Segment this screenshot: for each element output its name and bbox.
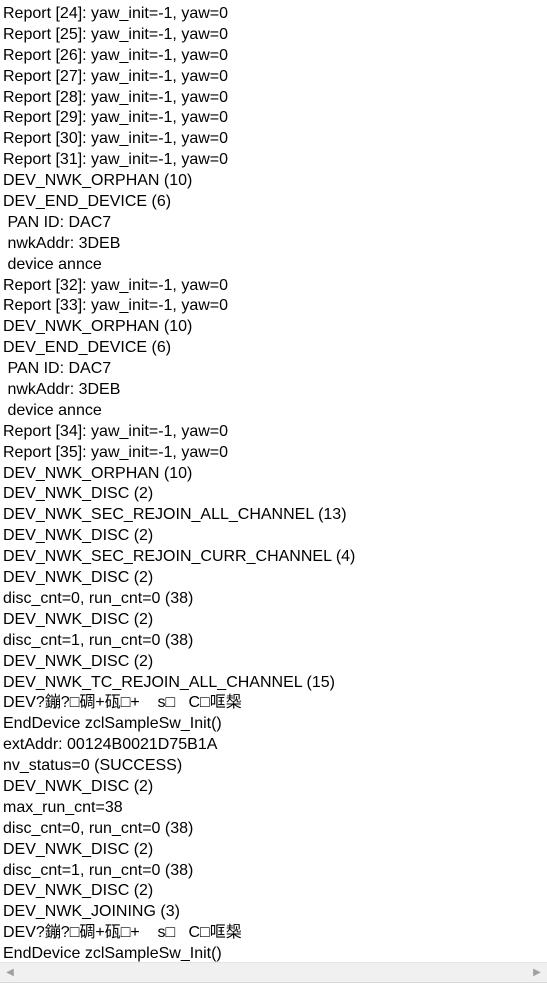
log-line: Report [25]: yaw_init=-1, yaw=0: [3, 25, 229, 43]
log-line: DEV_NWK_DISC (2): [3, 882, 154, 900]
log-line: disc_cnt=1, run_cnt=0 (38): [3, 631, 194, 649]
log-line: PAN ID: DAC7: [3, 360, 112, 378]
horizontal-scrollbar[interactable]: ◀ ▶: [0, 962, 547, 982]
log-line: disc_cnt=0, run_cnt=0 (38): [3, 819, 194, 837]
log-line: Report [26]: yaw_init=-1, yaw=0: [3, 46, 229, 64]
log-line: DEV_END_DEVICE (6): [3, 193, 172, 211]
log-line: Report [28]: yaw_init=-1, yaw=0: [3, 88, 229, 106]
log-line: Report [32]: yaw_init=-1, yaw=0: [3, 276, 229, 294]
log-line: Report [30]: yaw_init=-1, yaw=0: [3, 130, 229, 148]
log-line: Report [31]: yaw_init=-1, yaw=0: [3, 151, 229, 169]
log-line: disc_cnt=0, run_cnt=0 (38): [3, 589, 194, 607]
scroll-right-icon[interactable]: ▶: [533, 967, 541, 978]
log-line: DEV_NWK_JOINING (3): [3, 903, 180, 921]
log-line: EndDevice zclSampleSw_Init(): [3, 945, 222, 962]
log-line: DEV?鏰?□碉+砙□+ s□ C□哐椝: [3, 694, 242, 712]
log-line: extAddr: 00124B0021D75B1A: [3, 736, 218, 754]
log-line: nwkAddr: 3DEB: [3, 234, 121, 252]
log-line: Report [34]: yaw_init=-1, yaw=0: [3, 422, 229, 440]
log-line: device annce: [3, 401, 102, 419]
log-line: DEV_NWK_SEC_REJOIN_ALL_CHANNEL (13): [3, 506, 347, 524]
log-line: device annce: [3, 255, 102, 273]
log-line: Report [29]: yaw_init=-1, yaw=0: [3, 109, 229, 127]
log-line: DEV?鏰?□碉+砙□+ s□ C□哐椝: [3, 924, 242, 942]
log-line: PAN ID: DAC7: [3, 213, 112, 231]
log-line: nv_status=0 (SUCCESS): [3, 757, 183, 775]
log-line: Report [33]: yaw_init=-1, yaw=0: [3, 297, 229, 315]
log-line: DEV_NWK_DISC (2): [3, 527, 154, 545]
log-line: Report [24]: yaw_init=-1, yaw=0: [3, 5, 229, 22]
log-line: DEV_NWK_DISC (2): [3, 652, 154, 670]
log-line: max_run_cnt=38: [3, 798, 123, 816]
log-line: disc_cnt=1, run_cnt=0 (38): [3, 861, 194, 879]
log-line: DEV_NWK_DISC (2): [3, 840, 154, 858]
log-line: DEV_NWK_DISC (2): [3, 569, 154, 587]
log-line: Report [27]: yaw_init=-1, yaw=0: [3, 67, 229, 85]
log-line: DEV_END_DEVICE (6): [3, 339, 172, 357]
scroll-left-icon[interactable]: ◀: [6, 967, 14, 978]
log-line: DEV_NWK_DISC (2): [3, 485, 154, 503]
log-line: DEV_NWK_ORPHAN (10): [3, 464, 193, 482]
log-line: Report [35]: yaw_init=-1, yaw=0: [3, 443, 229, 461]
log-line: DEV_NWK_DISC (2): [3, 610, 154, 628]
log-line: DEV_NWK_TC_REJOIN_ALL_CHANNEL (15): [3, 673, 335, 691]
bottom-panel: [0, 982, 547, 1002]
log-line: nwkAddr: 3DEB: [3, 381, 121, 399]
log-line: DEV_NWK_DISC (2): [3, 777, 154, 795]
log-line: DEV_NWK_ORPHAN (10): [3, 172, 193, 190]
log-line: DEV_NWK_SEC_REJOIN_CURR_CHANNEL (4): [3, 548, 356, 566]
log-line: EndDevice zclSampleSw_Init(): [3, 715, 222, 733]
log-line: DEV_NWK_ORPHAN (10): [3, 318, 193, 336]
